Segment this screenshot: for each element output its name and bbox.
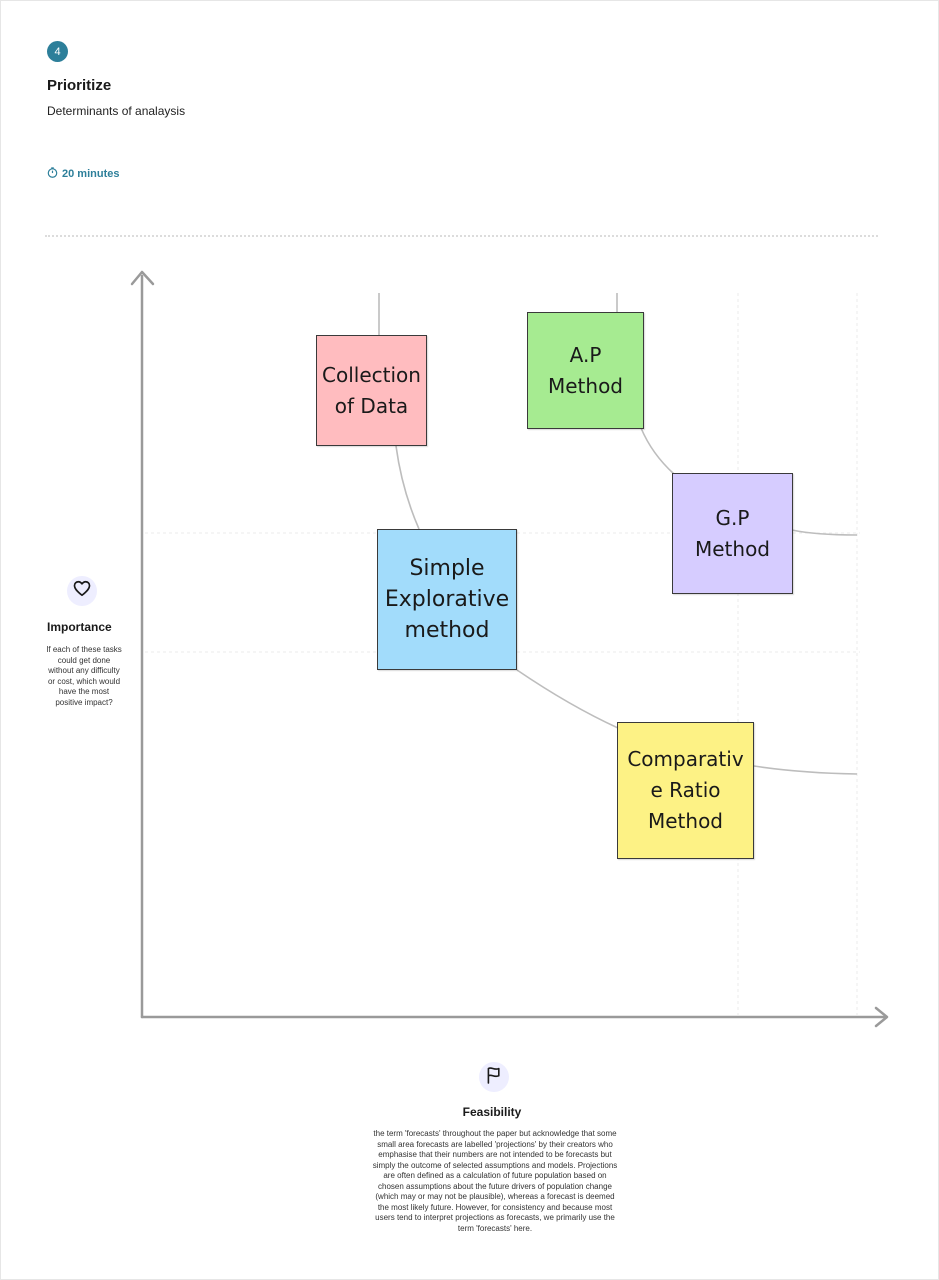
y-axis-title: Importance — [47, 620, 112, 634]
connector-comparative-right — [753, 765, 858, 775]
flag-icon-wrapper — [479, 1062, 509, 1092]
connector-ap-gp — [640, 427, 675, 475]
sticky-note-ap-method[interactable]: A.P Method — [527, 312, 644, 429]
sticky-note-gp-method[interactable]: G.P Method — [672, 473, 793, 594]
duration-label: 20 minutes — [47, 167, 119, 181]
step-badge: 4 — [47, 41, 68, 62]
connector-simple-comparative — [516, 669, 619, 729]
connector-gp-right — [791, 529, 858, 536]
sticky-note-simple-explorative-method[interactable]: Simple Explorative method — [377, 529, 517, 670]
x-axis-description: the term 'forecasts' throughout the pape… — [372, 1129, 618, 1233]
page-subtitle: Determinants of analaysis — [47, 104, 186, 118]
connector-collection-simple — [395, 445, 420, 530]
duration-text: 20 minutes — [62, 168, 120, 180]
page-title: Prioritize — [47, 77, 112, 94]
sticky-note-collection-of-data[interactable]: Collection of Data — [316, 335, 427, 446]
heart-icon-wrapper — [67, 576, 97, 606]
y-axis-description: If each of these tasks could get done wi… — [46, 645, 122, 707]
heart-icon — [73, 580, 91, 602]
header-divider — [45, 235, 878, 237]
x-axis-arrowhead — [874, 1006, 889, 1028]
stopwatch-icon — [47, 167, 58, 181]
x-axis-title: Feasibility — [462, 1105, 522, 1119]
sticky-note-comparative-ratio-method[interactable]: Comparativ e Ratio Method — [617, 722, 754, 859]
flag-icon — [486, 1066, 502, 1089]
y-axis-arrowhead — [130, 270, 155, 286]
